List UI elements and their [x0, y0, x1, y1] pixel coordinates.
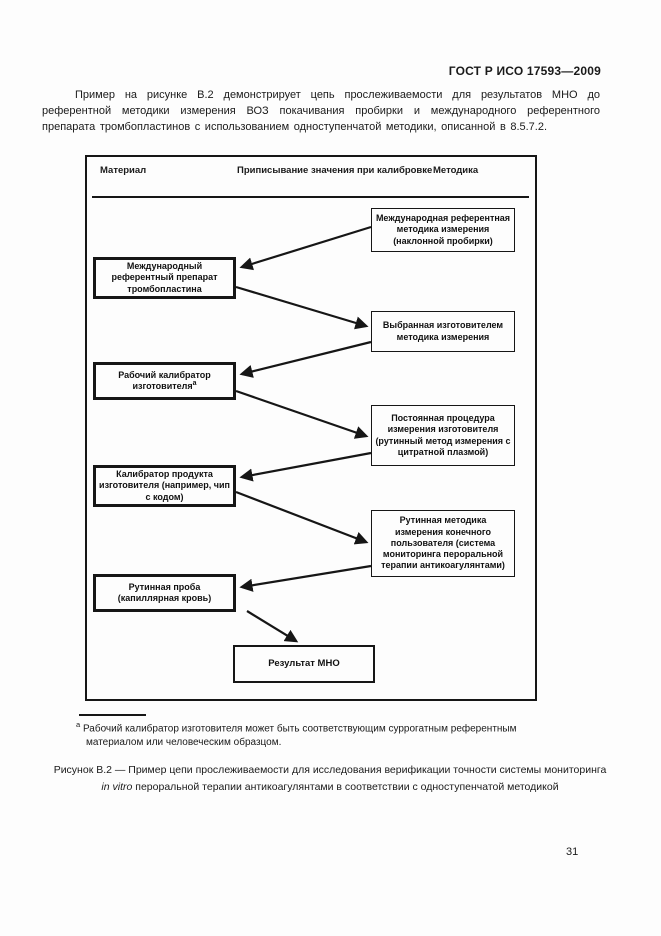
method-box-label: Выбранная изготовителем методика измерен… — [382, 320, 504, 342]
result-box-label: Результат МНО — [268, 658, 340, 670]
caption-line2: пероральной терапии антикоагулянтами в с… — [135, 781, 559, 794]
footnote-marker-superscript: а — [192, 380, 197, 387]
method-box-label: Рутинная методика измерения конечного по… — [381, 515, 505, 571]
column-header-method: Методика — [433, 165, 479, 176]
column-header-value-assignment: Приписывание значения при калибровке — [237, 165, 433, 176]
material-box-product-calibrator: Калибратор продукта изготовителя (наприм… — [93, 465, 236, 507]
material-box-international-preparation: Международный референтный препарат тромб… — [93, 257, 236, 299]
method-box-label: Постоянная процедура измерения изготовит… — [375, 413, 511, 457]
material-box-label: Рабочий калибратор изготовителяа — [99, 370, 230, 393]
method-box-label: Международная референтная методика измер… — [375, 213, 511, 246]
method-box-manufacturer-selected: Выбранная изготовителем методика измерен… — [371, 311, 515, 352]
figure-caption: Рисунок В.2 — Пример цепи прослеживаемос… — [40, 762, 620, 797]
material-box-routine-sample: Рутинная проба (капиллярная кровь) — [93, 574, 236, 612]
caption-italic-term: in vitro — [101, 781, 133, 794]
standard-number: ГОСТ Р ИСО 17593—2009 — [448, 64, 601, 78]
material-box-label-text: Рабочий калибратор изготовителя — [118, 369, 211, 391]
diagram-frame — [85, 155, 537, 701]
method-box-international-reference: Международная референтная методика измер… — [371, 208, 515, 252]
method-box-manufacturer-standing: Постоянная процедура измерения изготовит… — [371, 405, 515, 466]
footnote-marker: а — [76, 720, 81, 729]
material-box-working-calibrator: Рабочий калибратор изготовителяа — [93, 362, 236, 400]
column-header-material: Материал — [100, 165, 147, 176]
material-box-label: Калибратор продукта изготовителя (наприм… — [99, 469, 230, 502]
material-box-label: Международный референтный препарат тромб… — [111, 261, 218, 294]
footnote-text: а Рабочий калибратор изготовителя может … — [76, 720, 564, 750]
result-box: Результат МНО — [233, 645, 375, 683]
footnote-rule — [79, 714, 146, 716]
intro-paragraph: Пример на рисунке В.2 демонстрирует цепь… — [42, 89, 600, 133]
page-number: 31 — [566, 846, 579, 858]
header-separator-line — [92, 196, 529, 198]
method-box-end-user-routine: Рутинная методика измерения конечного по… — [371, 510, 515, 577]
footnote-body: Рабочий калибратор изготовителя может бы… — [82, 723, 517, 749]
caption-line1: Рисунок В.2 — Пример цепи прослеживаемос… — [53, 764, 607, 776]
material-box-label: Рутинная проба (капиллярная кровь) — [117, 581, 212, 603]
